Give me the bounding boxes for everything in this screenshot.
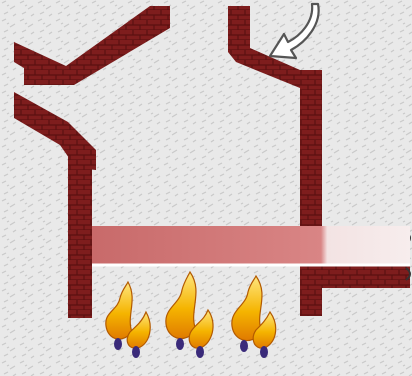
heated-bar-body: [92, 226, 410, 266]
heated-bar: [92, 226, 410, 266]
left-furnace-wall: [68, 142, 92, 318]
